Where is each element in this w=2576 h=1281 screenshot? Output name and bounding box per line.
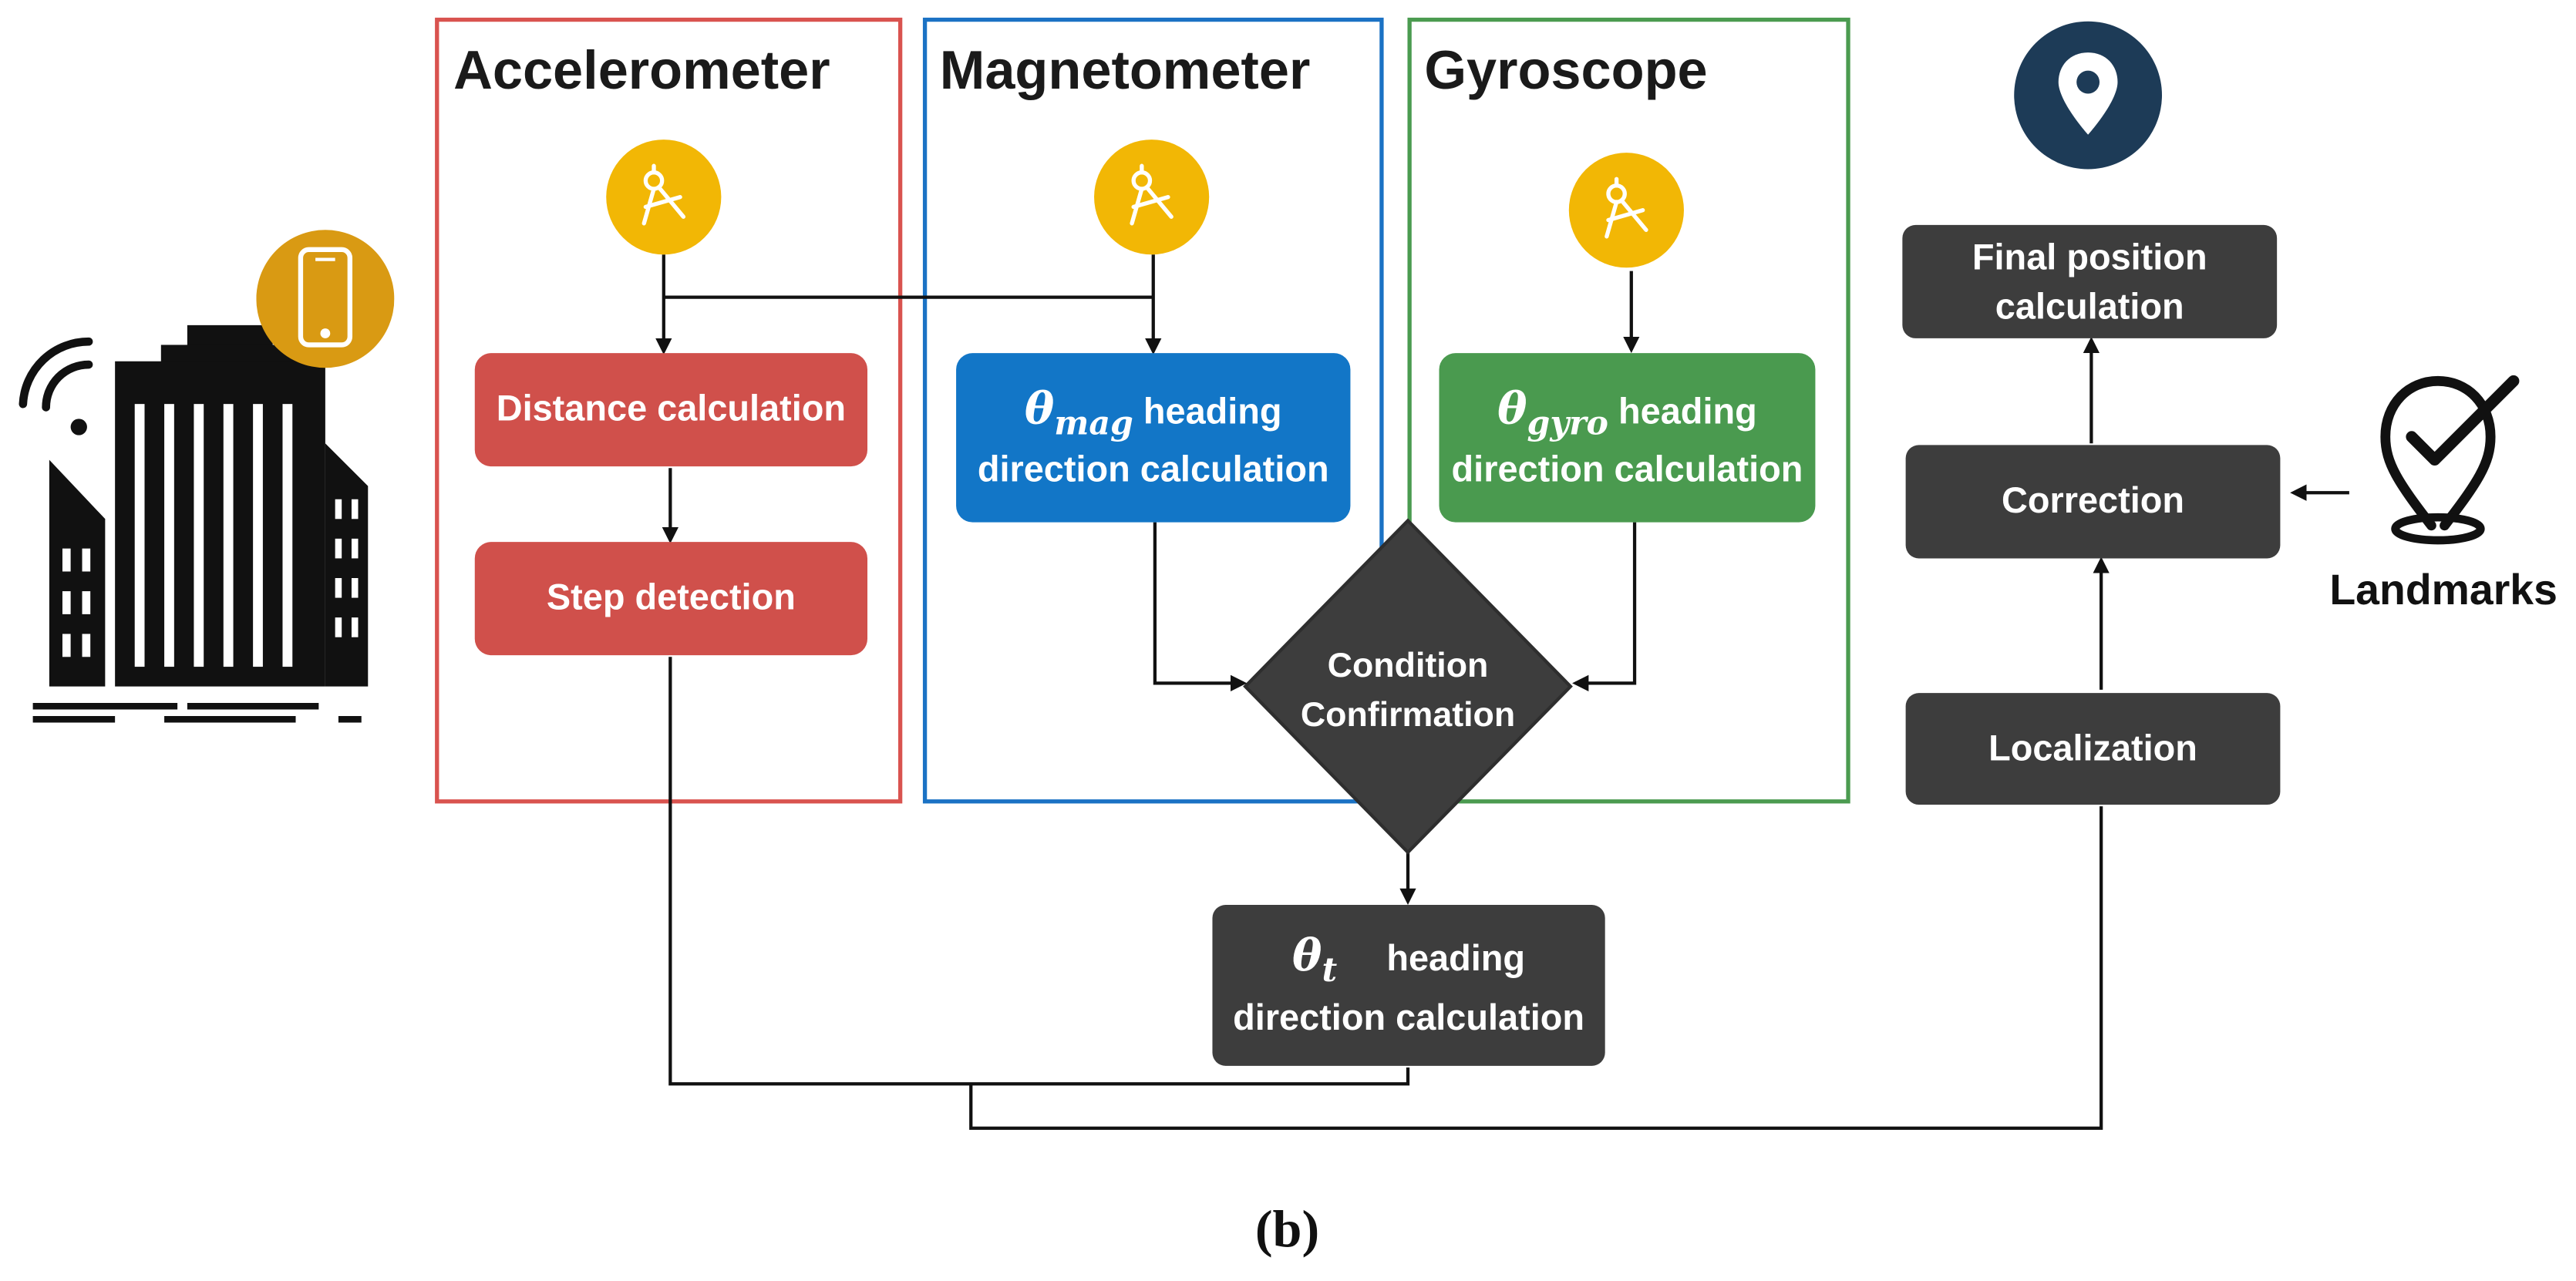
theta-t-heading-word: heading (1386, 938, 1526, 980)
mag-heading-line1: θmag heading (1025, 379, 1282, 445)
landmarks-label: Landmarks (2329, 564, 2557, 614)
mag-heading-word: heading (1143, 390, 1282, 432)
magnetometer-title: Magnetometer (939, 39, 1311, 100)
gyroscope-frame (1407, 17, 1850, 804)
gyro-heading-word: heading (1618, 390, 1757, 432)
theta-t-heading-line2: direction calculation (1233, 996, 1584, 1038)
theta-mag-symbol: θmag (1024, 384, 1133, 442)
gyroscope-title: Gyroscope (1424, 39, 1708, 100)
gyro-heading-box: θgyro heading direction calculation (1439, 353, 1816, 523)
step-detection-box: Step detection (474, 542, 868, 656)
landmark-check-icon (2380, 375, 2520, 545)
figure-caption: (b) (1254, 1199, 1320, 1259)
mag-heading-line2: direction calculation (977, 449, 1329, 490)
theta-gyro-symbol: θgyro (1497, 384, 1608, 442)
correction-box: Correction (1905, 445, 2281, 559)
final-position-box: Final position calculation (1902, 224, 2278, 338)
smartphone-icon (256, 230, 395, 368)
condition-confirmation-label: Condition Confirmation (1300, 647, 1516, 735)
distance-calculation-label: Distance calculation (496, 388, 847, 429)
compass-sensor-icon (1094, 140, 1210, 255)
final-position-line2: calculation (1995, 284, 2184, 326)
mag-heading-box: θmag heading direction calculation (956, 353, 1351, 523)
accelerometer-title: Accelerometer (453, 39, 830, 100)
magnetometer-frame (922, 17, 1384, 804)
distance-calculation-box: Distance calculation (474, 353, 868, 467)
theta-t-heading-line1: θt heading (1292, 927, 1525, 994)
compass-sensor-icon (606, 140, 722, 255)
building-icon (19, 324, 369, 723)
localization-label: Localization (1988, 727, 2197, 768)
gyro-heading-line1: θgyro heading (1497, 379, 1757, 445)
step-detection-label: Step detection (546, 577, 796, 618)
compass-sensor-icon (1568, 153, 1684, 268)
wifi-icon (19, 337, 93, 435)
gyro-heading-line2: direction calculation (1451, 449, 1803, 490)
theta-t-heading-box: θt heading direction calculation (1212, 905, 1605, 1066)
theta-t-symbol: θt (1292, 931, 1338, 990)
location-pin-icon (2014, 21, 2163, 170)
correction-label: Correction (2001, 479, 2185, 521)
final-position-line1: Final position (1972, 236, 2207, 277)
localization-box: Localization (1905, 693, 2281, 805)
condition-diamond (1243, 518, 1573, 855)
